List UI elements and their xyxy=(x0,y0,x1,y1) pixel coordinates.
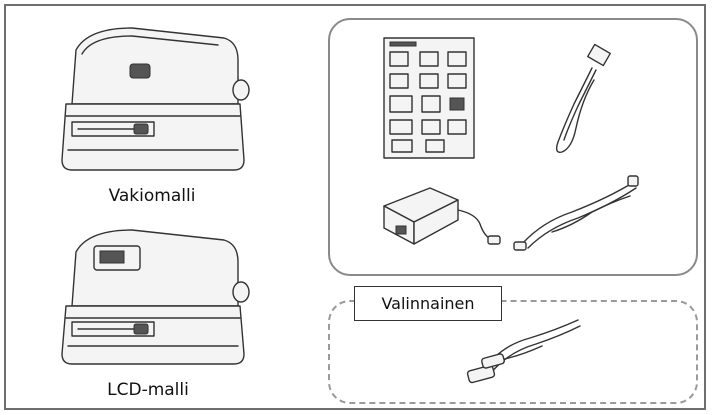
quick-guide-document-icon xyxy=(383,37,475,159)
included-items-group xyxy=(328,18,698,276)
lcd-model-label: LCD-malli xyxy=(107,380,189,400)
optional-title: Valinnainen xyxy=(354,286,502,321)
standard-model-label: Vakiomalli xyxy=(108,186,196,206)
serial-cable-icon xyxy=(466,319,581,384)
optional-items-group xyxy=(328,300,698,404)
power-cord-icon xyxy=(555,43,611,153)
lcd-printer-illustration xyxy=(61,229,250,365)
standard-printer-illustration xyxy=(61,27,250,171)
usb-cable-icon xyxy=(513,175,639,251)
power-adapter-icon xyxy=(383,187,501,245)
